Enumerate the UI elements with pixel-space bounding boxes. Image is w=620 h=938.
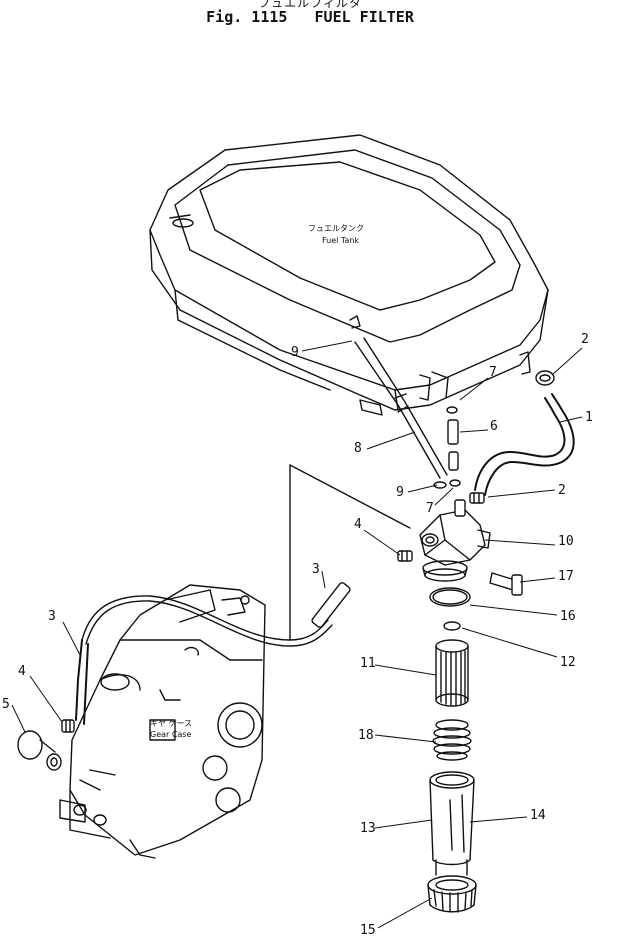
callout-12: 12 [560,655,576,670]
clamp-2-lower [469,492,485,504]
callout-1: 1 [585,410,593,425]
callout-16: 16 [560,609,576,624]
callout-3-right: 3 [312,562,320,577]
bolt-17 [489,572,523,596]
callout-numbers: 1 2 2 3 3 4 4 5 6 7 7 8 9 9 10 11 12 13 … [2,332,593,938]
callout-14: 14 [530,808,546,823]
clip-7 [446,406,461,487]
callout-11: 11 [360,656,376,671]
clip-9-lower [433,481,447,489]
fuel-tank-label-en: Fuel Tank [322,236,359,245]
figure-number: Fig. 1115 [206,8,288,26]
fitting-5 [17,730,62,771]
o-ring-16 [429,587,471,607]
callout-2-lower: 2 [558,483,566,498]
leader-lines [11,340,583,929]
ring-nut [427,875,477,913]
hose-1 [474,393,575,496]
callout-2-upper: 2 [581,332,589,347]
figure-caption: Fig. 1115 FUEL FILTER [0,8,620,26]
figure-title: FUEL FILTER [314,8,414,26]
clip-9-upper [349,315,361,329]
callout-8: 8 [354,441,362,456]
callout-9-lower: 9 [396,485,404,500]
callout-10: 10 [558,534,574,549]
callout-4-upper: 4 [354,517,362,532]
callout-6: 6 [490,419,498,434]
callout-9-upper: 9 [291,345,299,360]
fuel-tank: フュエルタンク Fuel Tank [149,134,549,416]
hose-8 [354,337,448,479]
callout-5: 5 [2,697,10,712]
callout-4-lower: 4 [18,664,26,679]
figure-subtitle-jp: フュエルフィルタ [258,0,362,10]
gear-case: ギヤ ケース Gear Case [59,464,411,859]
clamp-4-lower [61,719,75,733]
o-ring-12 [443,621,461,631]
fuel-tank-label-jp: フュエルタンク [308,224,364,233]
clamp-2-upper [535,370,555,386]
callout-18: 18 [358,728,374,743]
hose-6 [447,419,459,471]
hose-3 [75,582,351,725]
callout-3-left: 3 [48,609,56,624]
filter-element [435,639,469,707]
gear-case-label-en: Gear Case [150,730,192,739]
filter-bowl [429,771,475,876]
callout-13: 13 [360,821,376,836]
filter-head [419,499,491,582]
spring [432,719,472,761]
callout-15: 15 [360,923,376,938]
clamp-4-upper [397,550,413,562]
callout-7-lower: 7 [426,501,434,516]
callout-7-upper: 7 [489,365,497,380]
gear-case-label-jp: ギヤ ケース [150,719,192,728]
callout-17: 17 [558,569,574,584]
